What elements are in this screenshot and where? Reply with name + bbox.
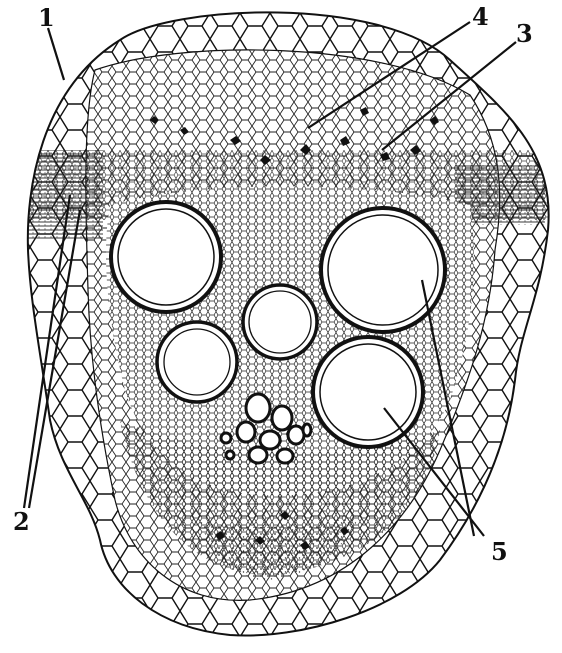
label-3: 3 [516, 22, 533, 46]
vessel-center [243, 285, 317, 359]
vessel-left [157, 322, 237, 402]
vessel-top-left [111, 202, 221, 312]
label-4: 4 [472, 5, 489, 29]
vessel-top-right [321, 208, 445, 332]
label-1: 1 [38, 6, 55, 30]
label-5: 5 [491, 540, 508, 564]
leader-1 [48, 28, 64, 80]
label-2: 2 [13, 510, 30, 534]
vessel-lower-right [313, 337, 423, 447]
